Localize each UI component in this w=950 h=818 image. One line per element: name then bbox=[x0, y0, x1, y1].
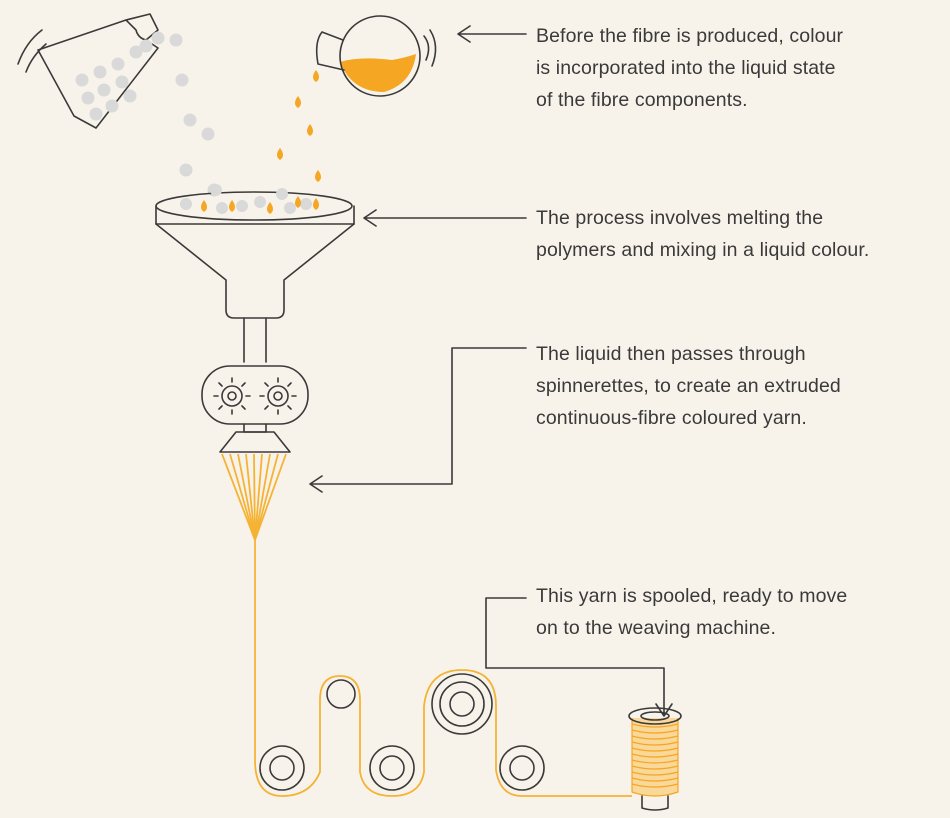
arrow-icon bbox=[309, 25, 673, 717]
step-2-caption: The process involves melting the polymer… bbox=[536, 207, 870, 261]
gear-icon-right bbox=[259, 377, 297, 415]
pouring-flask-icon bbox=[315, 15, 437, 97]
funnel-contents bbox=[180, 184, 319, 214]
roller-icon bbox=[259, 673, 545, 791]
gear-icon-left bbox=[213, 377, 251, 415]
step-3-caption: The liquid then passes through spinneret… bbox=[536, 343, 841, 429]
gear-box bbox=[201, 365, 309, 425]
spool-icon bbox=[628, 707, 682, 811]
funnel-icon bbox=[155, 191, 355, 363]
falling-beads bbox=[169, 33, 221, 197]
tilted-flask-icon bbox=[17, 13, 159, 129]
flask-beads bbox=[75, 31, 165, 121]
step-1-caption: Before the fibre is produced, colour is … bbox=[536, 25, 844, 111]
colour-drops bbox=[277, 70, 321, 182]
step-4-caption: This yarn is spooled, ready to move on t… bbox=[536, 585, 848, 639]
spinneret-icon bbox=[219, 423, 291, 453]
yarn-path bbox=[254, 669, 632, 797]
extruded-fibres bbox=[221, 453, 287, 760]
